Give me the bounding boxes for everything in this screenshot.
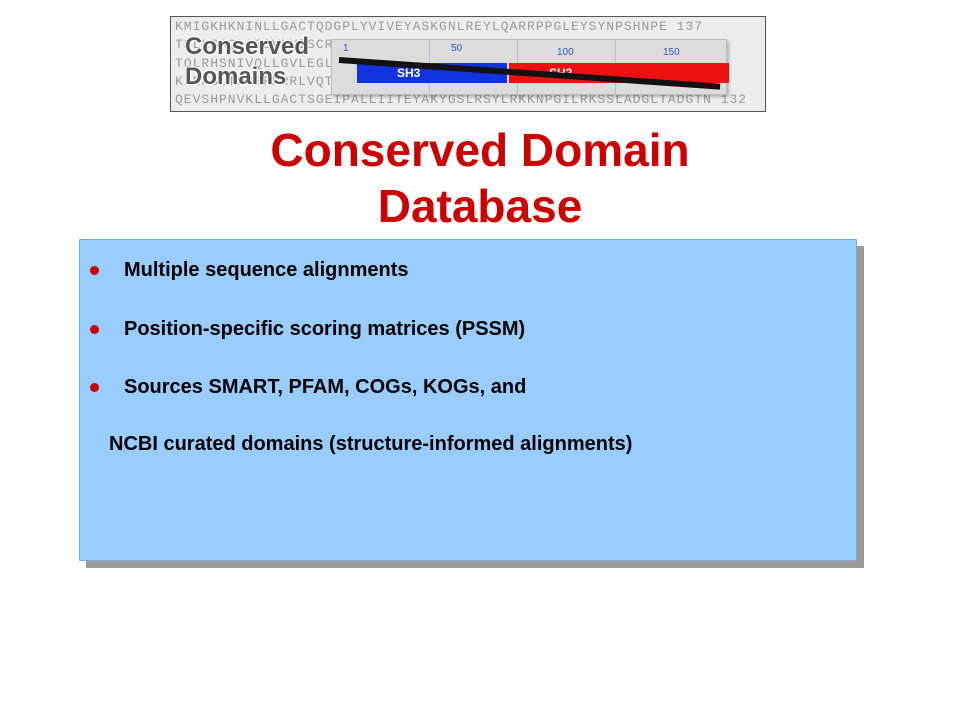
sequence-line: KMIGKHKNINLLGACTQDGPLYVIVEYASKGNLREYLQAR… <box>175 19 704 34</box>
bullet-item: Position-specific scoring matrices (PSSM… <box>90 318 525 341</box>
ruler-tick: 150 <box>663 47 680 58</box>
logo-word-conserved: Conserved <box>185 33 310 60</box>
bullet-text: Sources SMART, PFAM, COGs, KOGs, and <box>124 376 527 398</box>
ruler-tick: 1 <box>343 43 349 54</box>
continuation-line: NCBI curated domains (structure-informed… <box>109 433 633 455</box>
content-box <box>79 239 857 561</box>
logo-word-domains: Domains <box>185 63 287 90</box>
title-line-1: Conserved Domain <box>270 124 690 176</box>
sh3-domain-label: SH3 <box>397 66 421 80</box>
bullet-text: Position-specific scoring matrices (PSSM… <box>124 318 526 340</box>
title-line-2: Database <box>377 180 583 232</box>
ruler-tick: 50 <box>451 43 463 54</box>
bullet-item: Multiple sequence alignments <box>90 259 409 282</box>
slide-title: Conserved Domain Database <box>0 122 960 234</box>
bullet-text: Multiple sequence alignments <box>124 259 409 281</box>
sequence-line: QEVSHPNVKLLGACTSGEIPALLIITEYAKYGSLRSYLRK… <box>175 92 748 107</box>
bullet-dot-icon <box>90 383 99 392</box>
bullet-dot-icon <box>90 325 99 334</box>
bullet-dot-icon <box>90 266 99 275</box>
ruler-tick: 100 <box>557 47 574 58</box>
bullet-item: Sources SMART, PFAM, COGs, KOGs, and <box>90 376 526 399</box>
conserved-domains-logo: KMIGKHKNINLLGACTQDGPLYVIVEYASKGNLREYLQAR… <box>170 16 766 112</box>
